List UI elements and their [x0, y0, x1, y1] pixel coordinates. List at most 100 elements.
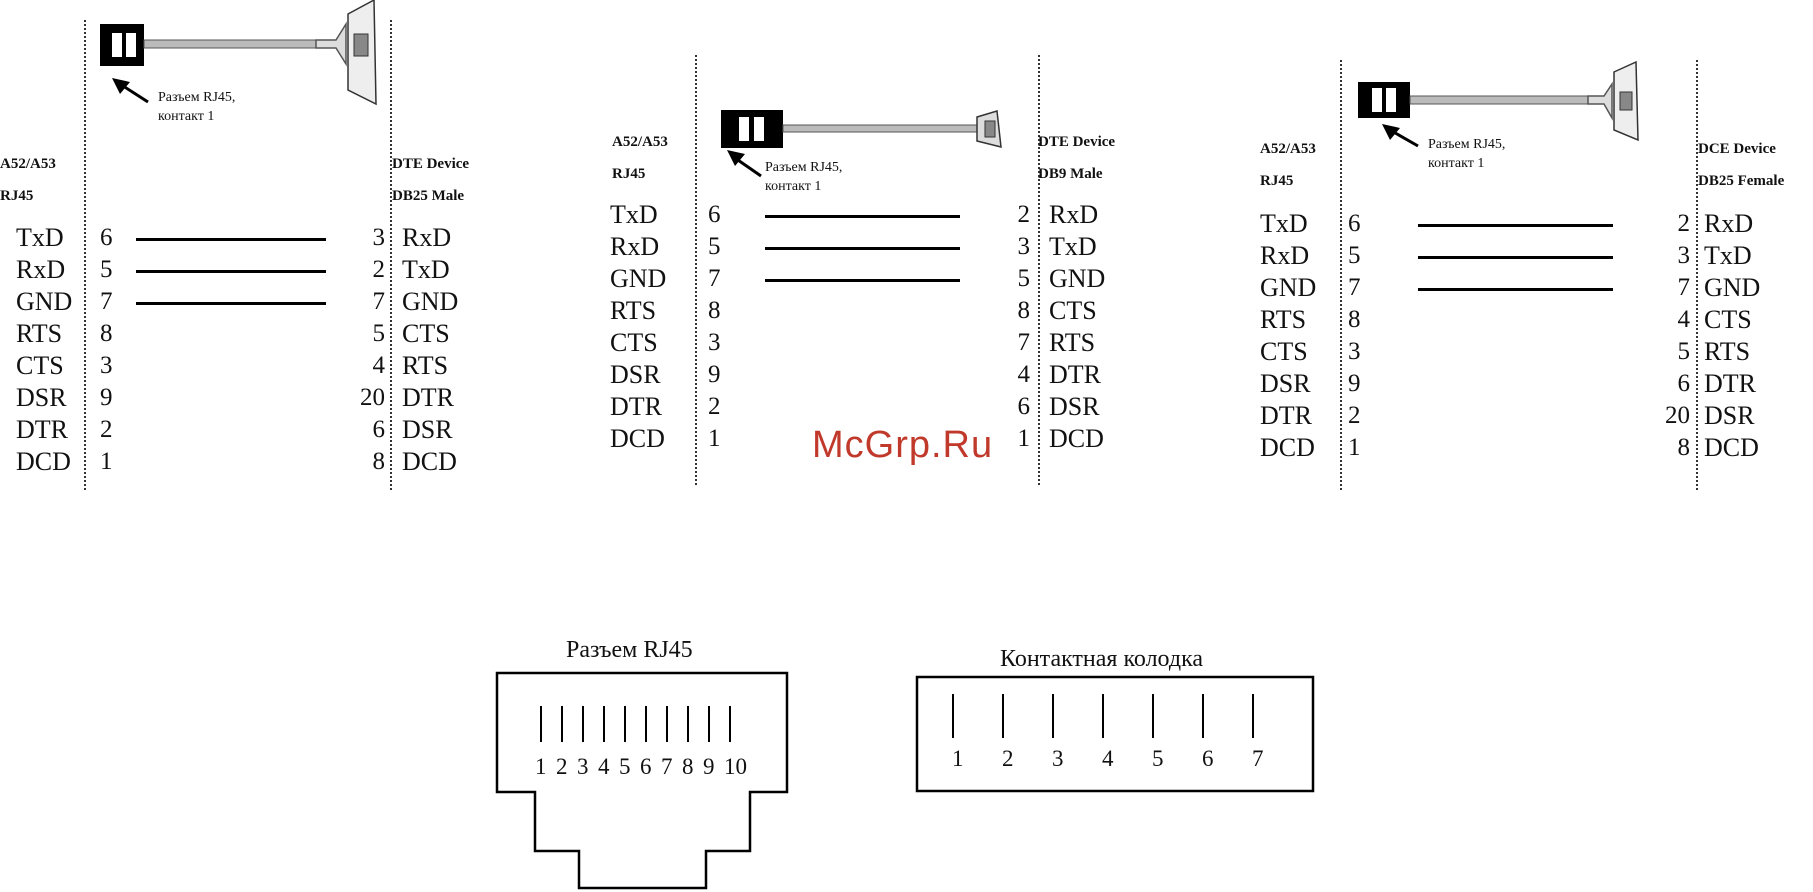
- rj45-signal-name: RxD: [16, 255, 66, 284]
- pin-number: 6: [1202, 746, 1214, 771]
- device-pin-number: 3: [1677, 242, 1691, 269]
- device-pin-number: 5: [1677, 338, 1691, 365]
- device-signal-name: DSR: [1049, 392, 1100, 421]
- pin-number: 5: [619, 754, 631, 779]
- pin-number: 8: [682, 754, 694, 779]
- arrow-icon: [1382, 124, 1419, 148]
- pin-contact: [1052, 694, 1054, 738]
- left-header-connector: RJ45: [612, 166, 646, 182]
- pin-contact: [1252, 694, 1254, 738]
- device-pin-number: 1: [1017, 425, 1031, 452]
- pin-number: 7: [661, 754, 673, 779]
- cable-connector-icon: [100, 0, 377, 106]
- left-divider: [695, 55, 697, 485]
- pin-number: 1: [535, 754, 547, 779]
- pin-contact: [561, 706, 563, 742]
- device-pin-number: 8: [372, 448, 386, 475]
- connector-pin1-label: Разъем RJ45, контакт 1: [1428, 137, 1506, 171]
- wire-line: [765, 279, 960, 282]
- device-pin-number: 2: [372, 256, 386, 283]
- cable-connector-icon: [1358, 60, 1639, 142]
- pin-contact: [624, 706, 626, 742]
- right-header-device: DTE Device: [1038, 134, 1116, 150]
- rj45-pin-number: 7: [1348, 274, 1361, 301]
- terminal-block-title: Контактная колодка: [1000, 646, 1204, 672]
- device-signal-name: GND: [1704, 273, 1761, 302]
- pin-contact: [687, 706, 689, 742]
- rj45-signal-name: DCD: [16, 447, 71, 476]
- rj45-block-title: Разъем RJ45: [566, 637, 693, 663]
- device-pin-number: 3: [1017, 233, 1031, 260]
- pin-contact: [645, 706, 647, 742]
- left-header-model: A52/A53: [1260, 141, 1316, 157]
- rj45-pin-number: 5: [1348, 242, 1361, 269]
- device-signal-name: CTS: [402, 319, 450, 348]
- rj45-signal-name: DTR: [1260, 401, 1312, 430]
- arrow-icon: [727, 150, 762, 178]
- left-header-model: A52/A53: [0, 156, 56, 172]
- wire-line: [136, 270, 326, 273]
- rj45-pin-number: 8: [100, 320, 113, 347]
- device-signal-name: TxD: [402, 255, 450, 284]
- left-header-connector: RJ45: [0, 188, 34, 204]
- device-signal-name: CTS: [1049, 296, 1097, 325]
- rj45-pin-number: 7: [708, 265, 721, 292]
- connector-pin1-label: Разъем RJ45, контакт 1: [765, 160, 843, 194]
- pin-number: 7: [1252, 746, 1264, 771]
- right-header-device: DTE Device: [392, 156, 470, 172]
- device-pin-number: 5: [372, 320, 386, 347]
- device-pin-number: 4: [1677, 306, 1691, 333]
- left-header-model: A52/A53: [612, 134, 668, 150]
- left-divider: [1340, 60, 1342, 490]
- pin-number: 5: [1152, 746, 1164, 771]
- rj45-pin-number: 3: [100, 352, 113, 379]
- wire-line: [765, 215, 960, 218]
- device-pin-number: 4: [372, 352, 386, 379]
- cable-connector-icon: [721, 110, 1002, 148]
- rj45-pin-number: 6: [1348, 210, 1361, 237]
- device-signal-name: RTS: [402, 351, 449, 380]
- device-signal-name: DCD: [402, 447, 457, 476]
- panel-db9-dte: Разъем RJ45, контакт 1 A52/A53 RJ45 DTE …: [605, 0, 1115, 510]
- pin-number: 4: [598, 754, 610, 779]
- rj45-pin-number: 6: [708, 201, 721, 228]
- pin-contact: [603, 706, 605, 742]
- rj45-pin-number: 5: [100, 256, 113, 283]
- left-header-connector: RJ45: [1260, 173, 1294, 189]
- pin-number: 6: [640, 754, 652, 779]
- right-header-device: DCE Device: [1698, 141, 1776, 157]
- rj45-pin-number: 3: [708, 329, 721, 356]
- pin-number: 9: [703, 754, 715, 779]
- pin-contact: [952, 694, 954, 738]
- rj45-pin-number: 7: [100, 288, 113, 315]
- rj45-signal-name: CTS: [16, 351, 64, 380]
- device-signal-name: RTS: [1704, 337, 1751, 366]
- right-header-connector: DB25 Female: [1698, 173, 1785, 189]
- rj45-pin-number: 1: [100, 448, 113, 475]
- device-pin-number: 7: [372, 288, 386, 315]
- rj45-signal-name: RxD: [1260, 241, 1310, 270]
- rj45-signal-name: DCD: [610, 424, 665, 453]
- device-pin-number: 6: [1677, 370, 1691, 397]
- rj45-signal-name: DCD: [1260, 433, 1315, 462]
- pin-contact: [582, 706, 584, 742]
- device-signal-name: GND: [1049, 264, 1106, 293]
- rj45-pin-number: 1: [1348, 434, 1361, 461]
- pin-contact: [1102, 694, 1104, 738]
- wire-line: [1418, 224, 1613, 227]
- device-signal-name: DTR: [402, 383, 454, 412]
- device-signal-name: DSR: [402, 415, 453, 444]
- device-pin-number: 6: [372, 416, 386, 443]
- device-signal-name: TxD: [1704, 241, 1752, 270]
- rj45-signal-name: TxD: [1260, 209, 1308, 238]
- rj45-pin-number: 9: [1348, 370, 1361, 397]
- panel-db25-dte: Разъем RJ45, контакт 1 A52/A53 RJ45 DTE …: [0, 0, 470, 510]
- rj45-signal-name: DSR: [16, 383, 67, 412]
- pin-contact: [1002, 694, 1004, 738]
- right-header-connector: DB9 Male: [1038, 166, 1103, 182]
- rj45-pin-number: 3: [1348, 338, 1361, 365]
- pin-contact: [666, 706, 668, 742]
- device-pin-number: 20: [1665, 402, 1690, 429]
- rj45-pin-number: 9: [708, 361, 721, 388]
